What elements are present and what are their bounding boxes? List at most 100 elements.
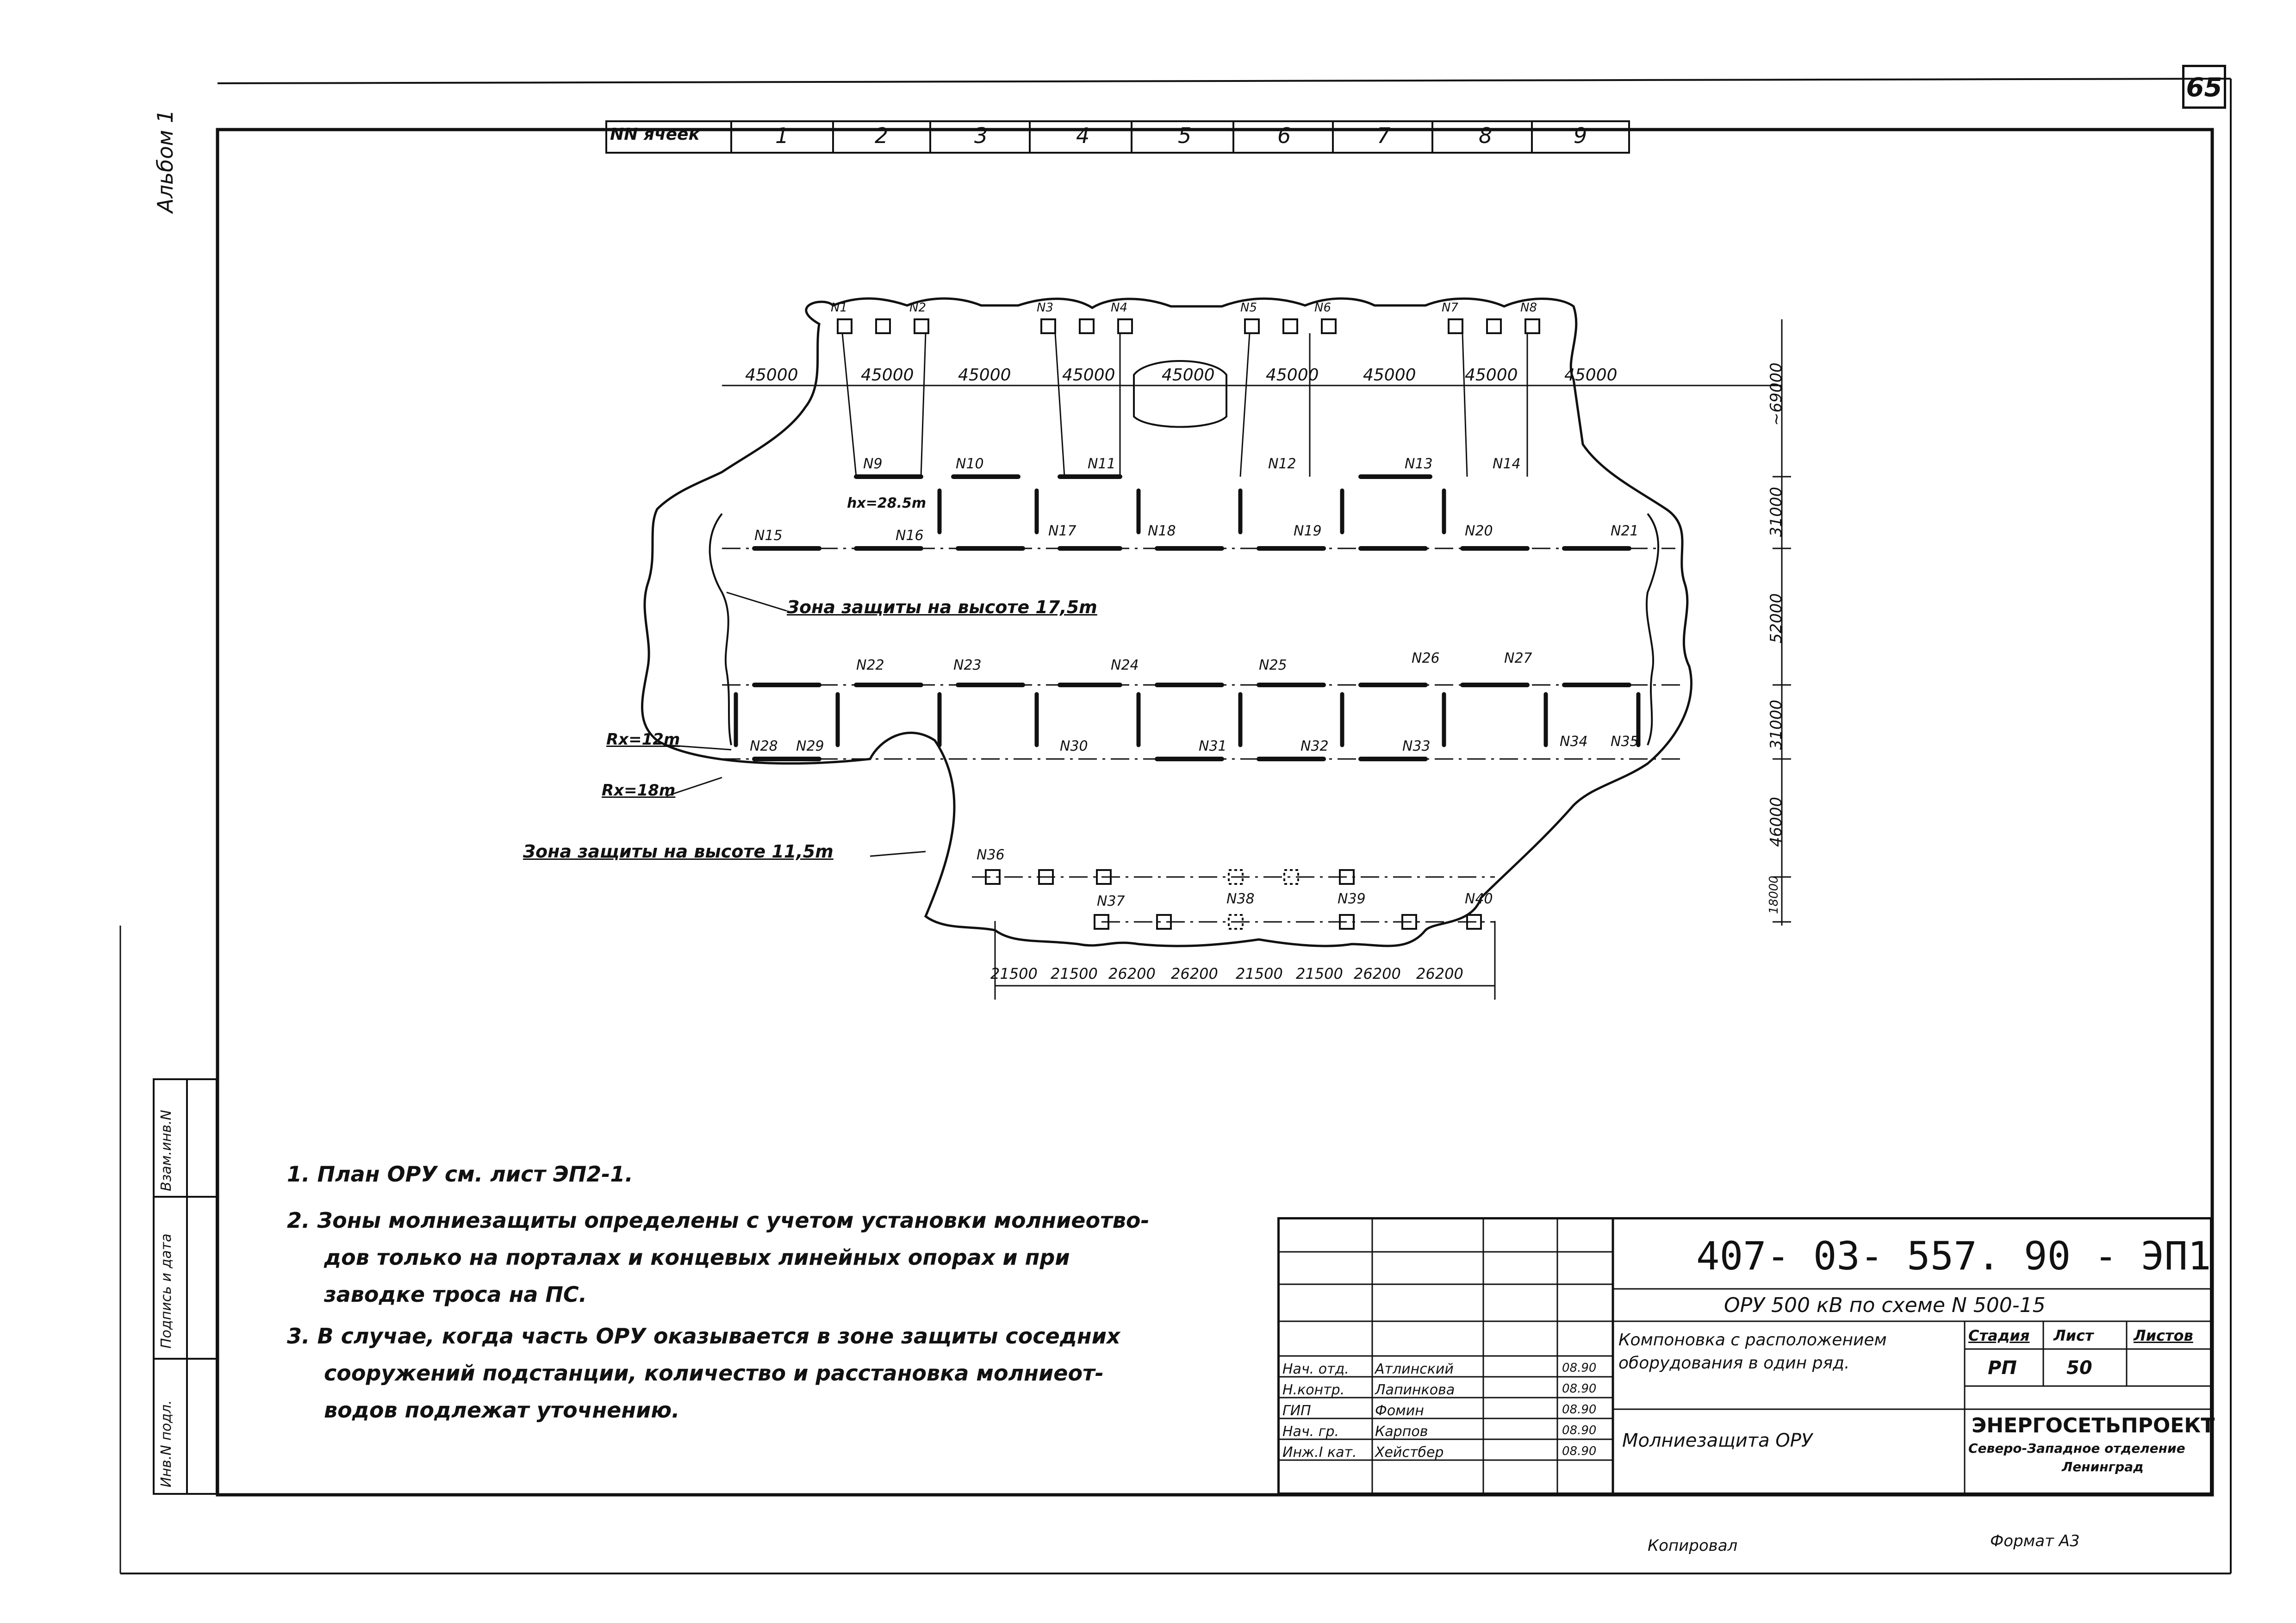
arrester-label: N36 bbox=[977, 847, 1005, 863]
drawing-frame bbox=[119, 78, 2232, 1574]
leader-lines bbox=[666, 591, 926, 857]
arrester-label: N29 bbox=[796, 738, 824, 754]
cell-number: 1 bbox=[775, 123, 789, 148]
cell-number: 5 bbox=[1178, 123, 1192, 148]
person-name: Лапинкова bbox=[1375, 1382, 1455, 1398]
stage-value: РП bbox=[1988, 1357, 2017, 1379]
dimension-label: 26200 bbox=[1416, 965, 1463, 983]
cells-header-label: NN ячеек bbox=[610, 125, 700, 144]
cell-number: 7 bbox=[1377, 123, 1391, 148]
note-line: сооружений подстанции, количество и расс… bbox=[324, 1361, 1104, 1386]
dimension-lines bbox=[722, 319, 1791, 1000]
person-date: 08.90 bbox=[1562, 1403, 1597, 1417]
arrester-label: N39 bbox=[1338, 891, 1366, 907]
person-name: Фомин bbox=[1375, 1403, 1424, 1419]
dimension-label: 21500 bbox=[1296, 965, 1343, 983]
org-name: ЭНЕРГОСЕТЬПРОЕКТ bbox=[1972, 1414, 2215, 1437]
arrester-label: N1 bbox=[831, 301, 847, 315]
dimension-label: 45000 bbox=[1062, 366, 1115, 385]
arrester-label: N5 bbox=[1240, 301, 1257, 315]
dimension-label: 45000 bbox=[861, 366, 914, 385]
arrester-label: N38 bbox=[1226, 891, 1255, 907]
sheet-label: Лист bbox=[2053, 1327, 2094, 1344]
page-number-box: 65 bbox=[2182, 65, 2226, 109]
lower-portals bbox=[985, 869, 1482, 930]
arrester-label: N13 bbox=[1405, 456, 1433, 472]
sheet-value: 50 bbox=[2066, 1357, 2092, 1379]
dimension-label: 31000 bbox=[1767, 486, 1786, 537]
arrester-label: N18 bbox=[1148, 523, 1176, 539]
dimension-label: 26200 bbox=[1171, 965, 1218, 983]
org-branch: Северо-Западное отделение bbox=[1968, 1441, 2185, 1456]
side-stamp-label: Подпись и дата bbox=[158, 1233, 174, 1349]
page-number: 65 bbox=[2186, 73, 2222, 103]
person-date: 08.90 bbox=[1562, 1382, 1597, 1396]
side-stamp-label: Взам.инв.N bbox=[158, 1110, 174, 1191]
copied-label: Копировал bbox=[1648, 1536, 1738, 1555]
arrester-label: N25 bbox=[1259, 657, 1287, 673]
arrester-label: N19 bbox=[1294, 523, 1322, 539]
arrester-label: N21 bbox=[1611, 523, 1639, 539]
arrester-label: N37 bbox=[1097, 893, 1125, 909]
note-line: 3. В случае, когда часть ОРУ оказывается… bbox=[287, 1324, 1120, 1349]
protection-zone-contours bbox=[641, 297, 1692, 947]
arrester-label: N11 bbox=[1088, 456, 1116, 472]
title-block: Нач. отд. Атлинский 08.90 Н.контр. Лапин… bbox=[1277, 1217, 2215, 1495]
note-line: 2. Зоны молниезащиты определены с учетом… bbox=[287, 1208, 1150, 1233]
arrester-label: N28 bbox=[750, 738, 778, 754]
dimension-label: 21500 bbox=[1236, 965, 1283, 983]
dimension-label: 31000 bbox=[1767, 699, 1786, 750]
person-date: 08.90 bbox=[1562, 1361, 1597, 1375]
person-name: Карпов bbox=[1375, 1424, 1428, 1440]
arrester-label: N14 bbox=[1493, 456, 1521, 472]
dimension-label: 18000 bbox=[1767, 876, 1781, 914]
person-role: Нач. гр. bbox=[1282, 1424, 1339, 1440]
cell-number: 8 bbox=[1479, 123, 1493, 148]
radius-label-18: Rx=18m bbox=[602, 781, 676, 800]
format-label: Формат А3 bbox=[1990, 1532, 2080, 1550]
person-role: ГИП bbox=[1282, 1403, 1311, 1419]
cell-number: 9 bbox=[1574, 123, 1587, 148]
arrester-label: N26 bbox=[1412, 650, 1440, 666]
dimension-label: 26200 bbox=[1354, 965, 1401, 983]
arrester-label: N15 bbox=[754, 528, 783, 544]
person-date: 08.90 bbox=[1562, 1424, 1597, 1437]
arrester-label: N12 bbox=[1268, 456, 1296, 472]
person-role: Инж.I кат. bbox=[1282, 1444, 1357, 1461]
arrester-label: N35 bbox=[1611, 734, 1639, 750]
cell-number: 4 bbox=[1076, 123, 1090, 148]
arrester-label: N22 bbox=[856, 657, 884, 673]
sheet-title-line-1: Компоновка с расположением bbox=[1618, 1331, 1887, 1349]
arrester-label: N4 bbox=[1111, 301, 1127, 315]
arrester-label: N40 bbox=[1465, 891, 1493, 907]
person-name: Атлинский bbox=[1375, 1361, 1454, 1377]
arrester-label: N32 bbox=[1300, 738, 1329, 754]
cell-number: 3 bbox=[974, 123, 988, 148]
project-title: ОРУ 500 кВ по схеме N 500-15 bbox=[1724, 1293, 2046, 1317]
cells-header-table bbox=[605, 120, 1630, 154]
dimension-label: ~69000 bbox=[1767, 362, 1786, 426]
sheets-label: Листов bbox=[2134, 1327, 2193, 1344]
arrester-label: N2 bbox=[909, 301, 926, 315]
arrester-label: N16 bbox=[896, 528, 924, 544]
person-date: 08.90 bbox=[1562, 1444, 1597, 1458]
height-annotation: hx=28.5m bbox=[847, 495, 927, 511]
arrester-label: N7 bbox=[1442, 301, 1458, 315]
note-line: дов только на порталах и концевых линейн… bbox=[324, 1245, 1070, 1270]
arrester-label: N23 bbox=[953, 657, 982, 673]
dimension-label: 45000 bbox=[1162, 366, 1215, 385]
org-city: Ленинград bbox=[2062, 1459, 2144, 1474]
zone-lower-label: Зона защиты на высоте 11,5m bbox=[523, 841, 834, 862]
dimension-label: 45000 bbox=[958, 366, 1011, 385]
dimension-label: 45000 bbox=[1465, 366, 1518, 385]
dimension-label: 26200 bbox=[1108, 965, 1156, 983]
document-code: 407- 03- 557. 90 - ЭП1 bbox=[1696, 1233, 2211, 1279]
arrester-label: N3 bbox=[1037, 301, 1053, 315]
cell-number: 6 bbox=[1277, 123, 1291, 148]
arrester-label: N10 bbox=[956, 456, 984, 472]
arrester-label: N24 bbox=[1111, 657, 1139, 673]
title-block-grid bbox=[1280, 1219, 2210, 1492]
side-stamp: Инв.N подл. Подпись и дата Взам.инв.N bbox=[153, 1078, 218, 1495]
arrester-label: N17 bbox=[1048, 523, 1076, 539]
top-portal-grid bbox=[837, 318, 1540, 334]
